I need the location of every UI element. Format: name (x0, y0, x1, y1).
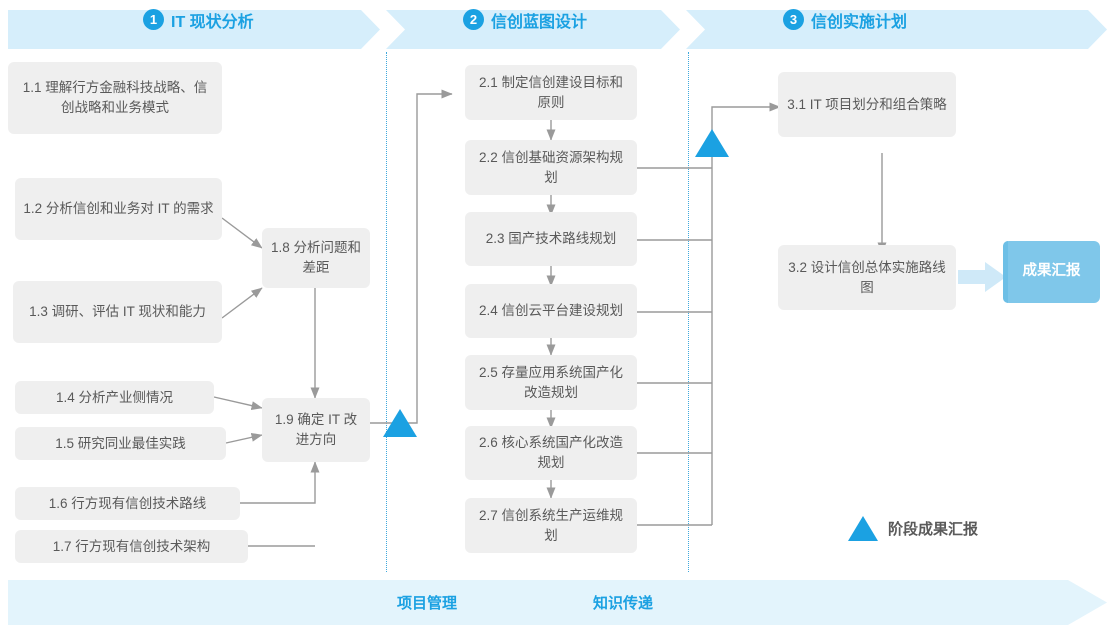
process-box-2-2[interactable]: 2.2 信创基础资源架构规划 (465, 140, 637, 195)
footer-item-knowledge-transfer: 知识传递 (593, 595, 654, 612)
process-box-2-3[interactable]: 2.3 国产技术路线规划 (465, 212, 637, 266)
milestone-triangle-phase-2 (695, 129, 729, 157)
phase-header-band (8, 10, 1107, 49)
process-box-1-8[interactable]: 1.8 分析问题和差距 (262, 228, 370, 288)
process-box-1-4[interactable]: 1.4 分析产业侧情况 (15, 381, 214, 414)
phase-title-1: 1 IT 现状分析 (143, 0, 254, 39)
footer-band (8, 580, 1107, 625)
legend-label: 阶段成果汇报 (888, 521, 979, 538)
process-box-3-1[interactable]: 3.1 IT 项目划分和组合策略 (778, 72, 956, 137)
phase-segment-2 (386, 10, 680, 49)
phase-label-1: IT 现状分析 (171, 13, 254, 31)
column-divider-1 (386, 52, 387, 572)
footer-item-project-management: 项目管理 (397, 595, 458, 612)
phase-title-3: 3 信创实施计划 (783, 0, 907, 39)
process-box-2-6[interactable]: 2.6 核心系统国产化改造规划 (465, 426, 637, 480)
process-box-1-9[interactable]: 1.9 确定 IT 改进方向 (262, 398, 370, 462)
phase-segment-1 (8, 10, 380, 49)
process-box-2-5[interactable]: 2.5 存量应用系统国产化改造规划 (465, 355, 637, 410)
process-box-2-1[interactable]: 2.1 制定信创建设目标和原则 (465, 65, 637, 120)
process-box-2-4[interactable]: 2.4 信创云平台建设规划 (465, 284, 637, 338)
phase-number-2: 2 (463, 9, 484, 30)
process-box-1-3[interactable]: 1.3 调研、评估 IT 现状和能力 (13, 281, 222, 343)
phase-title-2: 2 信创蓝图设计 (463, 0, 587, 39)
process-box-1-6[interactable]: 1.6 行方现有信创技术路线 (15, 487, 240, 520)
milestone-triangle-icon (848, 516, 878, 541)
process-box-1-2[interactable]: 1.2 分析信创和业务对 IT 的需求 (15, 178, 222, 240)
process-box-1-7[interactable]: 1.7 行方现有信创技术架构 (15, 530, 248, 563)
result-report-box[interactable]: 成果汇报 (1003, 241, 1100, 303)
phase-label-2: 信创蓝图设计 (491, 13, 588, 31)
phase-number-3: 3 (783, 9, 804, 30)
process-box-3-2[interactable]: 3.2 设计信创总体实施路线图 (778, 245, 956, 310)
process-box-2-7[interactable]: 2.7 信创系统生产运维规划 (465, 498, 637, 553)
phase-label-3: 信创实施计划 (811, 13, 908, 31)
process-box-1-5[interactable]: 1.5 研究同业最佳实践 (15, 427, 226, 460)
process-box-1-1[interactable]: 1.1 理解行方金融科技战略、信创战略和业务模式 (8, 62, 222, 134)
milestone-triangle-phase-1 (383, 409, 417, 437)
phase-segment-3 (686, 10, 1107, 49)
column-divider-2 (688, 52, 689, 572)
phase-number-1: 1 (143, 9, 164, 30)
legend: 阶段成果汇报 (848, 516, 978, 541)
